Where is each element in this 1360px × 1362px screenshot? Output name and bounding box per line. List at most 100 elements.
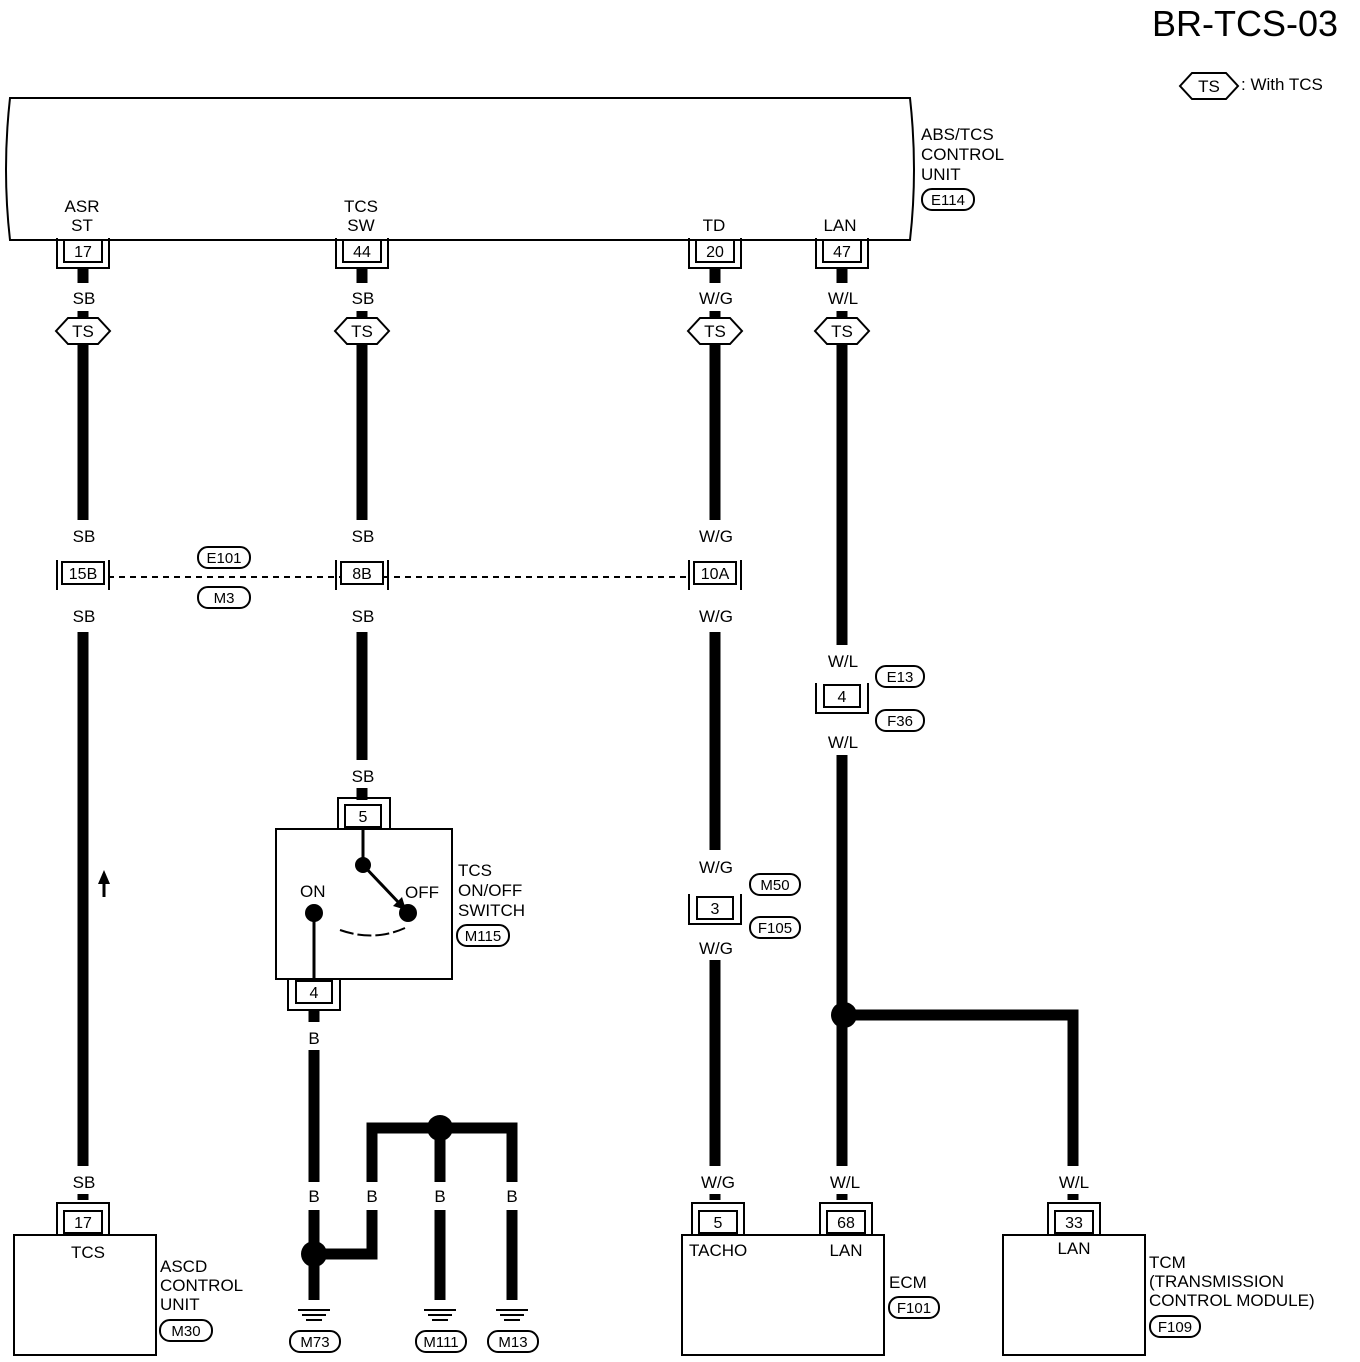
- ascd-label-3: UNIT: [160, 1295, 200, 1314]
- connector-pill: [197, 546, 251, 569]
- pin-number: 3: [711, 901, 720, 918]
- abs-pin-connectors: 17 44 20 47: [56, 238, 869, 269]
- splice-dot: [427, 1115, 453, 1141]
- connector-pill: [159, 1319, 213, 1342]
- signal-arrow-icon: [98, 870, 110, 884]
- gap: [290, 1022, 340, 1050]
- wire-color-label: SB: [73, 289, 96, 308]
- connector-bracket: [337, 797, 391, 829]
- switch-label-2: ON/OFF: [458, 881, 522, 900]
- pin-box: [344, 804, 382, 828]
- gap: [490, 1182, 540, 1210]
- pin-number: 17: [74, 1215, 92, 1232]
- pin-number: 8B: [352, 566, 372, 583]
- grounds: M73 M111 M13: [289, 1309, 539, 1353]
- tcm-connector-id: F109: [1158, 1319, 1192, 1336]
- ts-symbol-icon: [1178, 72, 1240, 100]
- gap: [818, 283, 873, 311]
- ts-symbol-icon: [813, 317, 871, 345]
- wire-color-label: B: [308, 1187, 319, 1206]
- connector-pill: [415, 1330, 467, 1353]
- ascd-inner-label: TCS: [71, 1243, 105, 1262]
- connector-bracket: [688, 238, 742, 269]
- tacho-connector-id: M50: [760, 877, 789, 894]
- connector-pill: [749, 873, 801, 896]
- ts-symbol-icon: [686, 317, 744, 345]
- tcm-label-1: TCM: [1149, 1253, 1186, 1272]
- ground-icon: [496, 1309, 528, 1321]
- wire-color-label: B: [308, 1029, 319, 1048]
- connector-pill: [875, 709, 925, 732]
- pin-box: [340, 561, 384, 585]
- ascd-control-unit: 17 TCS ASCD CONTROL UNIT M30: [13, 1202, 243, 1356]
- gap: [290, 1182, 340, 1210]
- ascd-label-2: CONTROL: [160, 1276, 243, 1295]
- pin-name-tcs: TCS: [344, 197, 378, 216]
- pin-name-st: ST: [71, 216, 93, 235]
- ground-id: M111: [423, 1334, 458, 1351]
- connector-bracket: [56, 238, 110, 269]
- gap: [818, 1166, 873, 1194]
- connector-bracket: [56, 1202, 110, 1235]
- pin-number: 15B: [69, 566, 97, 583]
- wire-color-label: SB: [73, 607, 96, 626]
- ground-icon: [298, 1309, 330, 1321]
- wire-color-label: SB: [73, 527, 96, 546]
- connector-bracket: [335, 238, 389, 269]
- ground-icon: [424, 1309, 456, 1321]
- connector-bracket: [815, 238, 869, 269]
- ts-marker-text: TS: [704, 322, 726, 341]
- connector-pill: [875, 665, 925, 688]
- lan-connector-id: F36: [887, 713, 913, 730]
- pin-box: [823, 684, 861, 708]
- gap: [60, 283, 110, 311]
- wire-color-label: W/L: [828, 652, 858, 671]
- switch-blade: [361, 863, 402, 906]
- gap: [1048, 1166, 1103, 1194]
- ecm-label: ECM: [889, 1273, 927, 1292]
- ascd-label-1: ASCD: [160, 1257, 207, 1276]
- connector-pill: [888, 1296, 940, 1319]
- tacho-inline-connector: 3 M50 F105: [688, 873, 801, 939]
- ecm: 5 68 TACHO LAN ECM F101: [681, 1202, 940, 1356]
- pin-box: [1054, 1210, 1094, 1234]
- wire-lan-tcm: [844, 1009, 1079, 1200]
- ts-symbol-icon: [333, 317, 391, 345]
- wire-color-label: W/G: [699, 607, 733, 626]
- ecm-connector-id: F101: [897, 1300, 931, 1317]
- wire-color-label: W/L: [830, 1173, 860, 1192]
- ground-id: M73: [300, 1334, 329, 1351]
- pin-box: [342, 239, 382, 263]
- pin-box: [695, 239, 735, 263]
- pin-box: [61, 561, 105, 585]
- tacho-connector-id: F105: [758, 920, 792, 937]
- pin-box: [698, 1210, 738, 1234]
- wire-color-label: SB: [352, 767, 375, 786]
- wire-color-label: SB: [73, 1173, 96, 1192]
- pin-number: 44: [353, 244, 371, 261]
- connector-pill: [921, 188, 975, 211]
- wires: [77, 268, 1079, 1300]
- control-unit-connector: E114: [931, 192, 965, 209]
- wire-color-label: W/G: [699, 939, 733, 958]
- switch-off-contact: [399, 904, 417, 922]
- ecm-pin-name: LAN: [829, 1241, 862, 1260]
- wire-color-label: SB: [352, 289, 375, 308]
- gap: [350, 1182, 400, 1210]
- switch-dashed-arc: [339, 927, 406, 937]
- connector-bracket: [688, 560, 742, 590]
- tcm-label-3: CONTROL MODULE): [1149, 1291, 1315, 1310]
- pin-number: 17: [74, 244, 92, 261]
- connector-bracket: [815, 683, 869, 714]
- ground-id: M13: [498, 1334, 527, 1351]
- connector-bracket: [1047, 1202, 1101, 1235]
- gap: [690, 283, 745, 311]
- joint-connector-id: M3: [214, 590, 235, 607]
- connector-bracket: [335, 560, 389, 590]
- wire-color-label: W/G: [699, 289, 733, 308]
- tcm: 33 LAN TCM (TRANSMISSION CONTROL MODULE)…: [1002, 1202, 1315, 1356]
- wire-color-label: W/G: [699, 858, 733, 877]
- wire-color-label: W/L: [828, 289, 858, 308]
- pin-number: 33: [1065, 1215, 1083, 1232]
- gap: [420, 1182, 470, 1210]
